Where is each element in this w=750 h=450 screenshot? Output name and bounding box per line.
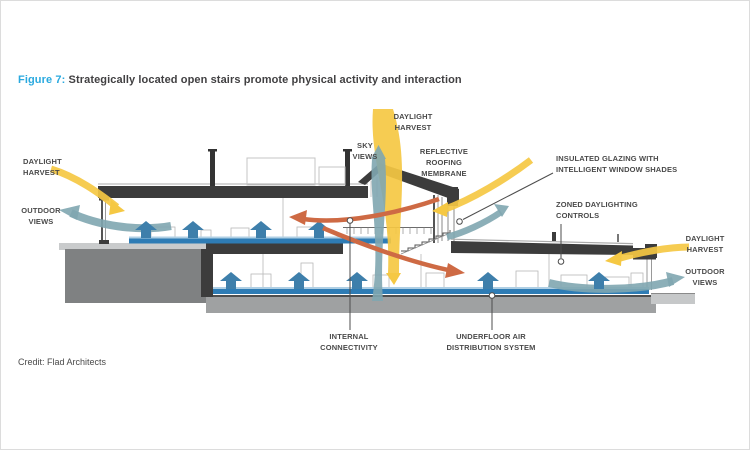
outdoor-views-arrow-left xyxy=(69,209,172,233)
ground xyxy=(59,243,695,313)
label-underfloor-air: UNDERFLOOR AIR DISTRIBUTION SYSTEM xyxy=(446,332,536,352)
label-sky-views: SKY VIEWS xyxy=(352,141,378,161)
figure-number: Figure 7: xyxy=(18,74,66,86)
label-daylight-harvest-top: DAYLIGHT HARVEST xyxy=(393,112,433,132)
daylight-arrow-upper-right xyxy=(441,157,534,214)
label-insulated-glazing: INSULATED GLAZING WITH INTELLIGENT WINDO… xyxy=(556,154,678,174)
label-zoned-daylighting: ZONED DAYLIGHTING CONTROLS xyxy=(556,200,638,220)
sky-views-band xyxy=(371,159,386,301)
figure-title: Figure 7: Strategically located open sta… xyxy=(18,74,462,86)
sky-views-arrowhead xyxy=(371,145,386,159)
roof-and-slabs xyxy=(98,149,656,297)
outdoor-views-arrow-right xyxy=(548,277,675,293)
label-daylight-harvest-left: DAYLIGHT HARVEST xyxy=(23,157,62,177)
leader-lines xyxy=(346,172,565,330)
underfloor-air-arrows xyxy=(135,221,610,289)
flow-arrows xyxy=(49,109,690,301)
label-outdoor-views-left: OUTDOOR VIEWS xyxy=(21,206,61,226)
label-reflective-roofing: REFLECTIVE ROOFING MEMBRANE xyxy=(419,147,469,178)
building-interiors xyxy=(107,198,649,289)
label-daylight-harvest-right: DAYLIGHT HARVEST xyxy=(685,234,725,254)
label-outdoor-views-right: OUTDOOR VIEWS xyxy=(685,267,725,287)
daylight-arrowhead-top xyxy=(386,273,401,285)
outdoor-views-arrow-upper-right xyxy=(446,209,503,241)
label-internal-connectivity: INTERNAL CONNECTIVITY xyxy=(320,332,378,352)
figure-caption: Strategically located open stairs promot… xyxy=(65,74,462,86)
daylight-arrow-right xyxy=(616,243,690,263)
internal-connectivity-arrows xyxy=(289,196,465,278)
credit-line: Credit: Flad Architects xyxy=(18,357,107,367)
